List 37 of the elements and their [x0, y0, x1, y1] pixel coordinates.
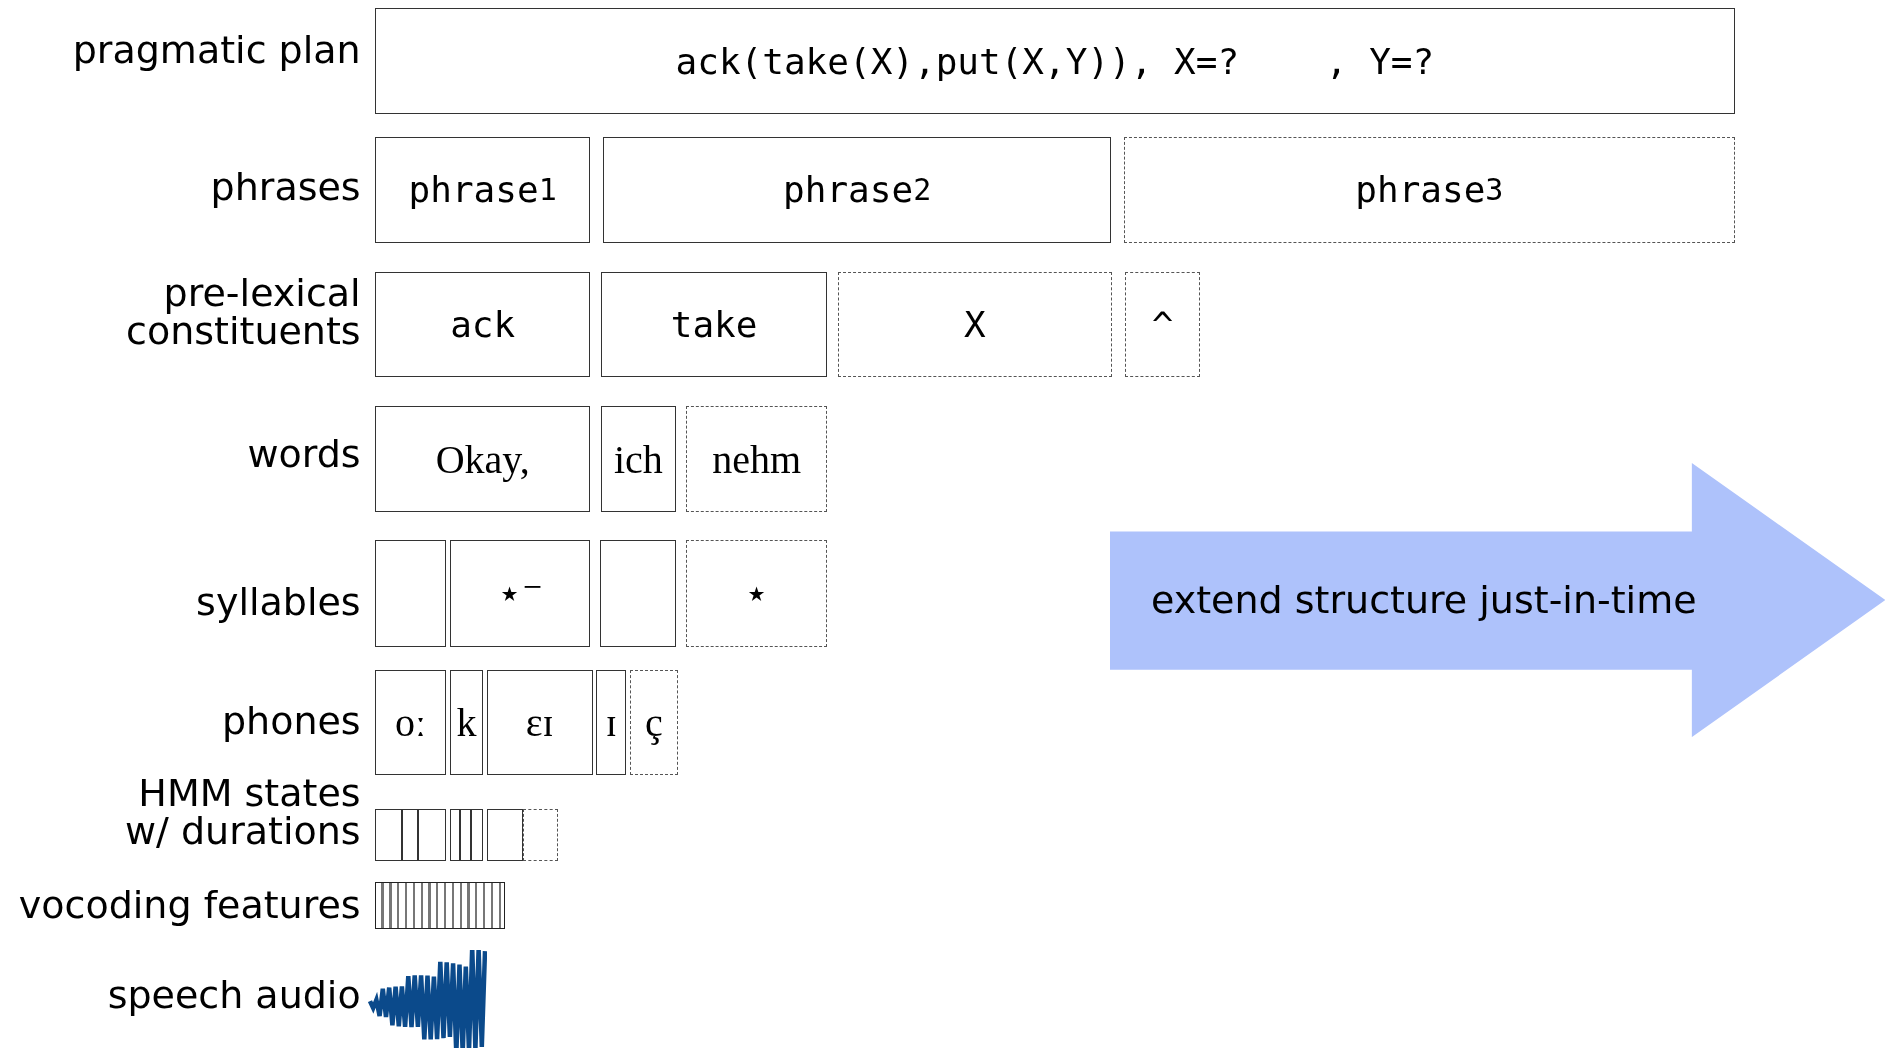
hmm-state-box — [449, 809, 461, 861]
row-label: pre-lexical constituents — [125, 274, 361, 351]
hmm-state-box — [460, 809, 472, 861]
phone-box: k — [449, 669, 484, 776]
word-box: Okay, — [375, 406, 591, 513]
row-label: speech audio — [106, 976, 361, 1015]
row-label: pragmatic plan — [71, 31, 361, 70]
constituent-box: ack — [375, 271, 591, 378]
hmm-state-box — [471, 809, 484, 861]
hmm-state-box — [522, 809, 558, 861]
constituent-box: ^ — [1125, 271, 1200, 378]
row-label: HMM states w/ durations — [123, 774, 361, 851]
row-label: syllables — [195, 583, 361, 622]
syllable-box — [599, 539, 676, 647]
hmm-state-box — [486, 809, 523, 861]
hmm-state-box — [375, 809, 402, 861]
phone-box: ɛɪ — [486, 669, 593, 776]
row-label: vocoding features — [17, 886, 361, 924]
constituent-box: take — [601, 271, 828, 378]
waveform-drawing — [367, 949, 487, 1049]
row-label: phones — [220, 702, 361, 741]
syllable-box: ⋆⁻ — [449, 539, 591, 647]
syllable-box — [375, 539, 446, 647]
phone-box: oː — [375, 669, 446, 776]
hmm-state-box — [401, 809, 419, 861]
hmm-state-box — [418, 809, 446, 861]
block-arrow: extend structure just-in-time — [1109, 462, 1885, 737]
syllable-box: ⋆ — [686, 539, 828, 647]
phone-box: ɪ — [596, 669, 627, 776]
feature-frames-drawing — [375, 882, 505, 930]
phone-box: ç — [629, 669, 678, 776]
row-label: phrases — [209, 168, 361, 207]
word-box: nehm — [686, 406, 828, 513]
plan-box: ack(take(X),put(X,Y)), X=? , Y=? — [375, 8, 1735, 115]
constituent-box: X — [837, 271, 1112, 378]
row-label: words — [246, 435, 361, 474]
word-box: ich — [601, 406, 676, 513]
